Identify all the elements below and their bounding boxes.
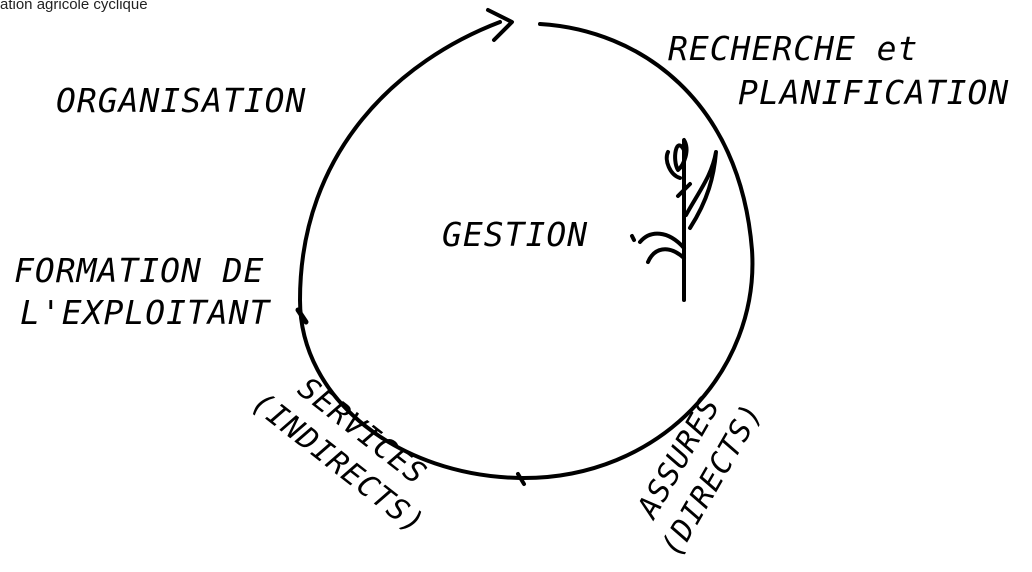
center-label: GESTION: [442, 215, 588, 254]
stage-services: SERVICES (INDIRECTS): [244, 353, 455, 541]
cycle-tick-bottom: [518, 474, 524, 484]
figure-caption: ation agricole cyclique: [0, 0, 148, 13]
stage-organisation: ORGANISATION: [56, 81, 306, 120]
cycle-tick-left: [298, 310, 306, 322]
stage-formation-line1: FORMATION DE: [14, 251, 264, 290]
plant-icon: [632, 140, 716, 300]
stage-formation-line2: L'EXPLOITANT: [20, 293, 272, 332]
stage-recherche-line2: PLANIFICATION: [738, 73, 1009, 112]
stage-recherche-line1: RECHERCHE et: [668, 29, 918, 68]
stage-assures: ASSURES (DIRECTS): [620, 377, 771, 563]
